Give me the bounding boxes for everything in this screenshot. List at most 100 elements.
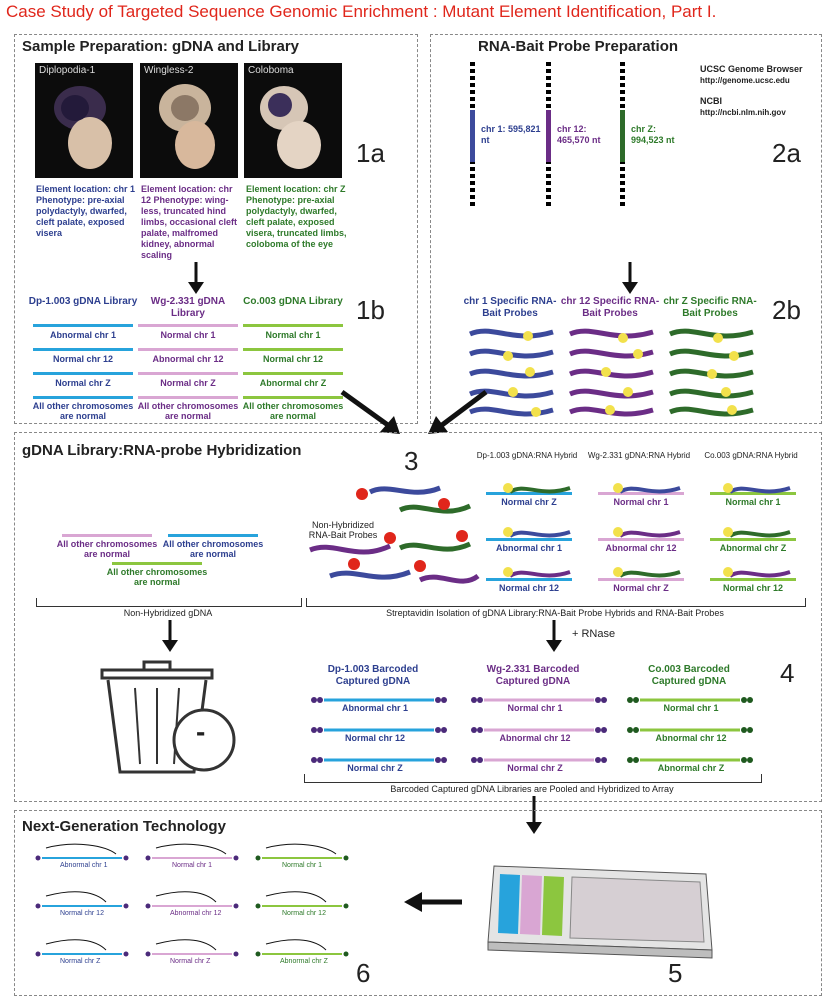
ucsc-browser-url[interactable]: http://genome.ucsc.edu — [700, 76, 790, 85]
chromosome-bar — [168, 534, 258, 537]
trash-minus-sign: - — [196, 716, 206, 747]
hybrid-title: Wg-2.331 gDNA:RNA Hybrid — [587, 451, 691, 460]
chromosome-label: Normal chr 12 — [498, 583, 560, 593]
chromosome-bar — [33, 396, 133, 399]
label-1a: 1a — [356, 138, 385, 168]
chromosome-bar — [710, 578, 796, 581]
chromosome-label: Normal chr Z — [501, 497, 557, 507]
label-4: 4 — [780, 658, 795, 688]
chromosome-label: Normal chr 12 — [344, 733, 406, 743]
chromosome-label: Abnormal chr 12 — [152, 354, 224, 364]
arrow-down-icon — [188, 262, 204, 294]
chromosome-label: Normal chr 12 — [262, 354, 324, 364]
non-hybridized-probes-label: Non-Hybridized RNA-Bait Probes — [308, 520, 378, 540]
panel-hybridization — [14, 432, 822, 802]
chromosome-bar — [710, 538, 796, 541]
chromosome-bar — [710, 492, 796, 495]
chromosome-label: Abnormal chr 12 — [605, 543, 677, 553]
probe-title: chr 1 Specific RNA-Bait Probes — [463, 296, 557, 319]
description-chrZ: Element location: chr Z Phenotype: pre-a… — [246, 184, 347, 249]
chromosome-label: Abnormal chr Z — [259, 378, 327, 388]
chromosome-bar — [243, 348, 343, 351]
chromosome-bar — [138, 348, 238, 351]
probe-title: chr 12 Specific RNA-Bait Probes — [560, 296, 660, 319]
pooled-label: Barcoded Captured gDNA Libraries are Poo… — [390, 784, 674, 794]
chromosome-label: Normal chr Z — [160, 378, 216, 388]
label-6: 6 — [356, 958, 371, 988]
panel-sample-preparation — [14, 34, 418, 424]
rna-probes-chrZ — [669, 328, 754, 417]
chromosome-label: Normal chr Z — [347, 763, 403, 773]
chromosome-label: Normal chr 1 — [507, 703, 563, 713]
rna-probes-chr12 — [569, 328, 654, 417]
chromosome-bar — [138, 324, 238, 327]
read-label: Normal chr 12 — [282, 910, 326, 917]
panel-next-generation — [14, 810, 822, 996]
ncbi-url[interactable]: http://ncbi.nlm.nih.gov — [700, 108, 786, 117]
chromosome-bar — [33, 348, 133, 351]
bracket-pooled — [304, 774, 762, 783]
chromosome-label: Normal chr 12 — [722, 583, 784, 593]
panel3-title: gDNA Library:RNA-probe Hybridization — [22, 442, 302, 459]
chromosome-label: Abnormal chr Z — [657, 763, 725, 773]
read-label: Normal chr 1 — [172, 862, 213, 869]
non-hybridized-probes — [309, 485, 480, 584]
label-2b: 2b — [772, 295, 801, 325]
segment-label: chr Z: 994,523 nt — [631, 124, 675, 145]
bracket-non-hybridized — [36, 598, 302, 607]
arrow-down-icon — [162, 620, 178, 652]
hybrid-title: Dp-1.003 gDNA:RNA Hybrid — [476, 451, 578, 460]
library-title: Dp-1.003 gDNA Library — [28, 296, 138, 307]
chromosome-segment — [620, 110, 625, 162]
chromosome-label: Abnormal chr 1 — [49, 330, 116, 340]
chromosome-label: Normal chr 12 — [52, 354, 114, 364]
captured-title: Dp-1.003 Barcoded Captured gDNA — [327, 664, 419, 687]
microarray-chip — [487, 865, 713, 959]
photo-diplopodia: Diplopodia-1 — [35, 63, 133, 178]
rnase-label: + RNase — [572, 628, 616, 640]
chromosome-label: Normal chr Z — [507, 763, 563, 773]
chromosome-bar — [243, 396, 343, 399]
label-5: 5 — [668, 958, 683, 988]
chromosome-label: Normal chr 1 — [265, 330, 321, 340]
bracket-label-streptavidin: Streptavidin Isolation of gDNA Library:R… — [386, 608, 724, 618]
chromosome-bar — [138, 396, 238, 399]
arrow-down-icon — [546, 620, 562, 652]
chromosome-label: Normal chr Z — [55, 378, 111, 388]
library-title: Wg-2.331 gDNA Library — [150, 296, 226, 319]
sequencing-reads — [35, 843, 349, 957]
chromosome-label: Normal chr Z — [613, 583, 669, 593]
read-label: Abnormal chr Z — [280, 958, 328, 965]
chromosome-segment — [546, 110, 551, 162]
arrow-diagonal-icon — [340, 389, 400, 434]
label-2a: 2a — [772, 138, 801, 168]
chromosome-label: Abnormal chr 12 — [499, 733, 571, 743]
chromosome-label: Normal chr 1 — [663, 703, 719, 713]
chromosome-label: All other chromosomes are normal — [162, 539, 264, 559]
label-3: 3 — [404, 446, 419, 476]
chromosome-footer: All other chromosomes are normal — [242, 401, 344, 421]
chromosome-bar — [33, 324, 133, 327]
chromosome-bar — [62, 534, 152, 537]
read-label: Normal chr Z — [60, 958, 101, 965]
read-label: Abnormal chr 12 — [170, 910, 222, 917]
figure-title: Case Study of Targeted Sequence Genomic … — [6, 2, 717, 21]
panel4-title: Next-Generation Technology — [22, 818, 226, 835]
chromosome-segment — [470, 110, 475, 162]
read-label: Normal chr 1 — [282, 862, 323, 869]
probe-title: chr Z Specific RNA-Bait Probes — [663, 296, 757, 319]
chromosome-bar — [486, 492, 572, 495]
read-label: Normal chr Z — [170, 958, 211, 965]
ncbi-name: NCBI — [700, 96, 722, 106]
chromosome-bar — [598, 578, 684, 581]
panel2-title: RNA-Bait Probe Preparation — [478, 38, 679, 55]
chromosome-label: Abnormal chr 12 — [655, 733, 727, 743]
chromosome-bar — [138, 372, 238, 375]
chromosome-bar — [243, 372, 343, 375]
photo-wingless: Wingless-2 — [140, 63, 238, 178]
ucsc-browser-name: UCSC Genome Browser — [700, 64, 803, 74]
chromosome-bar — [486, 578, 572, 581]
arrow-down-icon — [526, 796, 542, 834]
bracket-streptavidin — [306, 598, 806, 607]
hybrid-probes — [503, 483, 791, 578]
